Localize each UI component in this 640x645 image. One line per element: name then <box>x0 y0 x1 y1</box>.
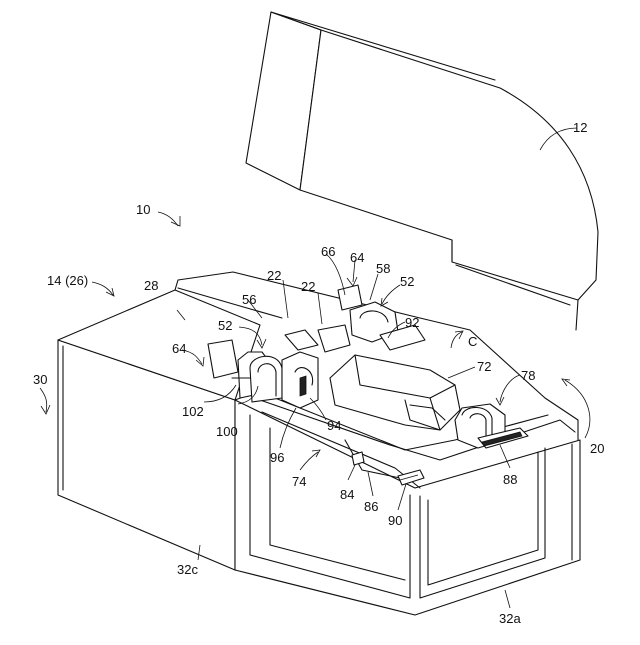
label-92: 92 <box>405 315 419 330</box>
label-58: 58 <box>376 261 390 276</box>
label-22-left: 22 <box>267 268 281 283</box>
connector-78 <box>455 404 528 448</box>
label-28: 28 <box>144 278 158 293</box>
module-72 <box>330 355 460 430</box>
label-74: 74 <box>292 474 306 489</box>
label-66: 66 <box>321 244 335 259</box>
label-12: 12 <box>573 120 587 135</box>
label-100: 100 <box>216 424 238 439</box>
label-88: 88 <box>503 472 517 487</box>
label-94: 94 <box>327 418 341 433</box>
label-32c: 32c <box>177 562 198 577</box>
label-64-right: 64 <box>350 250 364 265</box>
label-86: 86 <box>364 499 378 514</box>
label-102: 102 <box>182 404 204 419</box>
label-30: 30 <box>33 372 47 387</box>
housing-right-block <box>235 400 580 615</box>
connector-52-rear <box>285 285 425 352</box>
label-14-26: 14 (26) <box>47 273 88 288</box>
label-C: C <box>468 334 477 349</box>
label-52-left: 52 <box>218 318 232 333</box>
label-52-right: 52 <box>400 274 414 289</box>
label-64-left: 64 <box>172 341 186 356</box>
label-78: 78 <box>521 368 535 383</box>
label-10: 10 <box>136 202 150 217</box>
label-22-right: 22 <box>301 279 315 294</box>
label-20: 20 <box>590 441 604 456</box>
label-56: 56 <box>242 292 256 307</box>
label-90: 90 <box>388 513 402 528</box>
label-72: 72 <box>477 359 491 374</box>
label-96: 96 <box>270 450 284 465</box>
cover-12 <box>246 12 598 330</box>
label-84: 84 <box>340 487 354 502</box>
label-32a: 32a <box>499 611 521 626</box>
